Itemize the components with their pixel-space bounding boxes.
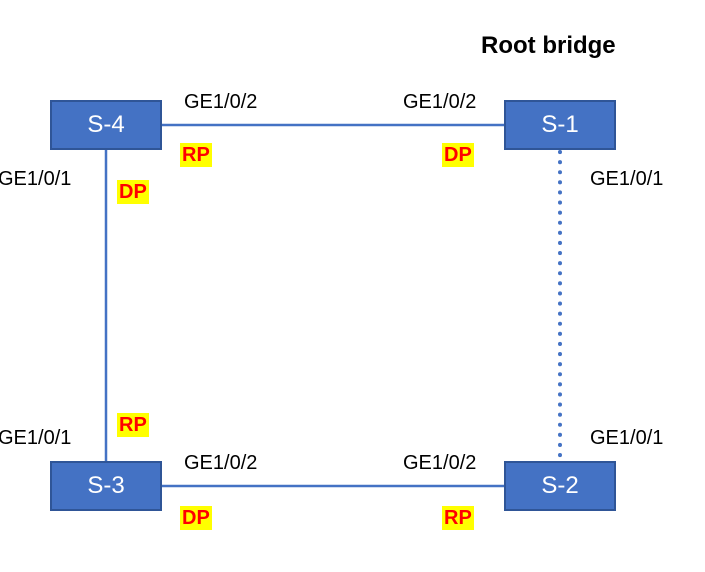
port-s4-ge1-0-2: GE1/0/2 <box>184 91 258 113</box>
role-badge-s3-ge1-0-2: DP <box>180 506 212 530</box>
switch-s4[interactable]: S-4 <box>50 100 162 150</box>
port-s2-ge1-0-2: GE1/0/2 <box>403 452 477 474</box>
switch-s3[interactable]: S-3 <box>50 461 162 511</box>
role-badge-s4-ge1-0-1: DP <box>117 180 149 204</box>
port-s3-ge1-0-1: GE1/0/1 <box>0 427 72 449</box>
role-badge-s1-ge1-0-2: DP <box>442 143 474 167</box>
port-s4-ge1-0-1: GE1/0/1 <box>0 168 72 190</box>
port-s1-ge1-0-1: GE1/0/1 <box>590 168 664 190</box>
port-s1-ge1-0-2: GE1/0/2 <box>403 91 477 113</box>
role-badge-s4-ge1-0-2: RP <box>180 143 212 167</box>
root-bridge-title: Root bridge <box>481 32 616 59</box>
role-badge-s3-ge1-0-1: RP <box>117 413 149 437</box>
switch-s1[interactable]: S-1 <box>504 100 616 150</box>
port-s3-ge1-0-2: GE1/0/2 <box>184 452 258 474</box>
role-badge-s2-ge1-0-2: RP <box>442 506 474 530</box>
switch-s2[interactable]: S-2 <box>504 461 616 511</box>
port-s2-ge1-0-1: GE1/0/1 <box>590 427 664 449</box>
